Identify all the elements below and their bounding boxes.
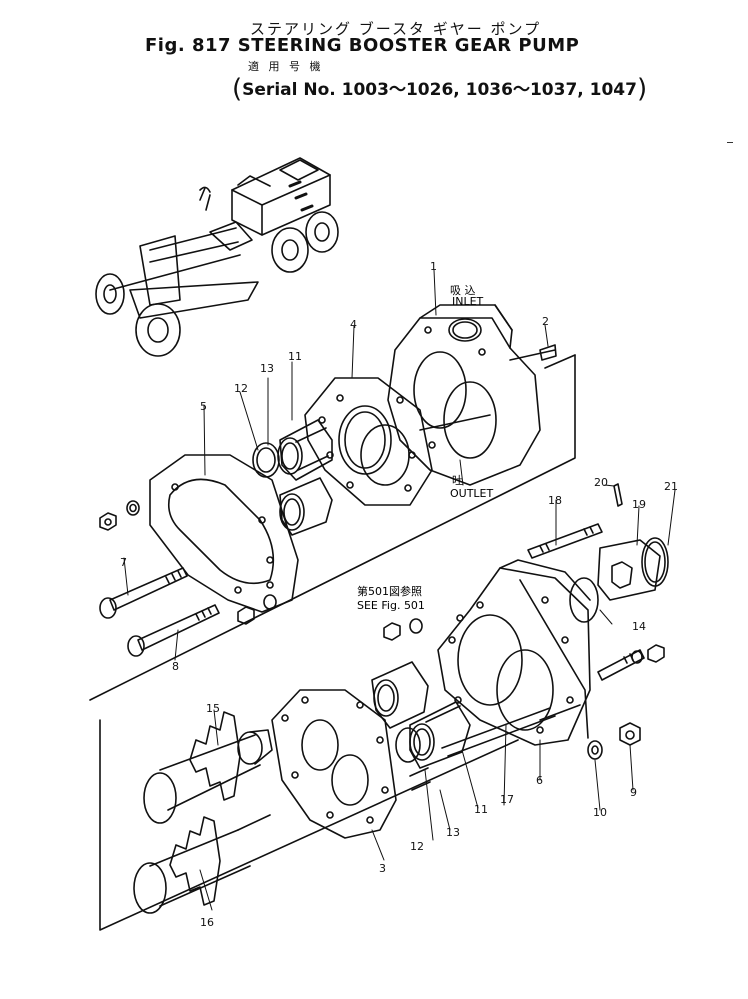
pump-housing — [387, 304, 557, 486]
callout-15: 15 — [206, 702, 220, 715]
inlet-label: INLET — [452, 295, 484, 308]
lower-right-fasteners — [539, 644, 665, 760]
figure-header: ステアリング ブースタ ギヤー ポンプ Fig. 817 STEERING BO… — [0, 0, 748, 110]
callout-8: 8 — [172, 660, 179, 673]
bearing-upper-assembly — [252, 419, 333, 536]
cap-screws — [99, 500, 277, 657]
callout-11-lower: 11 — [474, 803, 488, 816]
callout-12-upper: 12 — [234, 382, 248, 395]
callout-6: 6 — [536, 774, 543, 787]
callout-13-lower: 13 — [446, 826, 460, 839]
margin-tick — [727, 142, 733, 143]
motor-grader-illustration — [95, 157, 339, 357]
gasket-plate-lower — [271, 689, 397, 839]
figure-title: Fig. 817 STEERING BOOSTER GEAR PUMP — [145, 35, 580, 56]
callout-19: 19 — [632, 498, 646, 511]
open-paren: ( — [232, 74, 243, 104]
front-cover — [149, 454, 299, 613]
leader-lines — [123, 269, 676, 911]
assembly-outline-upper — [89, 354, 576, 701]
inlet-jp-label: 吸 込 — [450, 284, 476, 297]
callout-5: 5 — [200, 400, 207, 413]
callout-3: 3 — [379, 862, 386, 875]
callout-17: 17 — [500, 793, 514, 806]
callout-20: 20 — [594, 476, 608, 489]
right-fasteners — [527, 483, 669, 623]
driven-gear-shaft — [133, 814, 271, 914]
callout-16: 16 — [200, 916, 214, 929]
callout-4: 4 — [350, 318, 357, 331]
callout-1: 1 — [430, 260, 437, 273]
rear-body — [437, 559, 591, 746]
assembly-outline-lower — [99, 719, 519, 931]
applicable-models-japanese: 適 用 号 機 — [248, 60, 324, 73]
callout-13-upper: 13 — [260, 362, 274, 375]
see-fig-jp-label: 第501図参照 — [357, 584, 422, 598]
serial-text: Serial No. 1003～1026, 1036～1037, 1047 — [242, 80, 637, 100]
callout-21: 21 — [664, 480, 678, 493]
callout-11-upper: 11 — [288, 350, 302, 363]
close-paren: ) — [636, 74, 648, 104]
fig-501-parts — [383, 618, 423, 641]
callout-18: 18 — [548, 494, 562, 507]
serial-range: (Serial No. 1003～1026, 1036～1037, 1047) — [232, 72, 648, 104]
see-fig-label: SEE Fig. 501 — [357, 599, 425, 612]
bearing-lower-assembly — [371, 661, 556, 791]
dowel-pin — [539, 344, 557, 361]
outlet-label: OUTLET — [450, 487, 494, 500]
callout-2: 2 — [542, 315, 549, 328]
callout-7: 7 — [120, 556, 127, 569]
callout-14: 14 — [632, 620, 646, 633]
drive-gear-shaft — [143, 711, 273, 824]
gasket-plate-upper — [304, 377, 433, 506]
outlet-jp-label: 吐 — [452, 474, 463, 487]
callout-9: 9 — [630, 786, 637, 799]
callout-12-lower: 12 — [410, 840, 424, 853]
callout-10: 10 — [593, 806, 607, 819]
title-japanese: ステアリング ブースタ ギヤー ポンプ — [250, 20, 542, 38]
